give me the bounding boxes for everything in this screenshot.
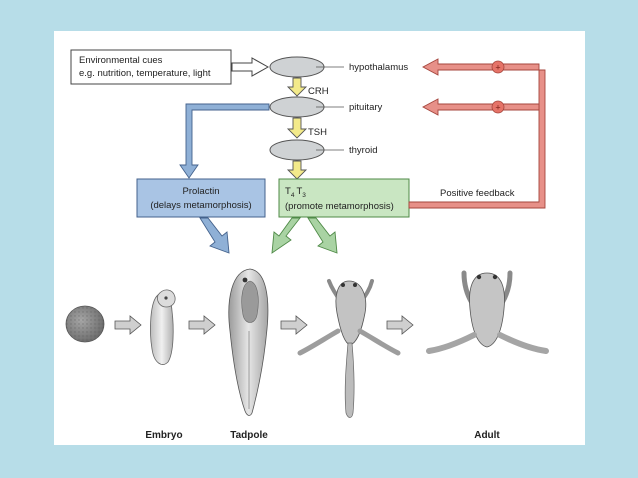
feedback-plus-marker-pituitary (491, 100, 505, 114)
crh-label: CRH (308, 86, 329, 97)
tadpole-to-froglet-arrow (280, 315, 308, 335)
prolactin-effect-label: (delays metamorphosis) (150, 200, 251, 211)
positive-feedback-label: Positive feedback (440, 188, 515, 199)
crh-arrow (286, 77, 308, 97)
thyroid-hormone-to-froglet-arrow (307, 217, 338, 254)
thyroid-to-box-arrow (286, 160, 308, 180)
feedback-to-pituitary-arrow (422, 98, 540, 116)
embryo-label: Embryo (145, 430, 182, 441)
egg-illustration (65, 305, 105, 343)
pituitary-label: pituitary (349, 102, 383, 113)
pituitary-gland (269, 96, 325, 118)
prolactin-box: Prolactin (delays metamorphosis) (136, 178, 266, 218)
prolactin-to-tadpole-arrow (199, 217, 230, 254)
positive-feedback-loop: + + Positive feedback (408, 58, 546, 209)
thyroid-hormone-to-tadpole-arrow (271, 217, 301, 254)
feedback-plus-sign-hypothalamus: + (495, 63, 500, 73)
environmental-cues-label: Environmental cues (79, 55, 163, 66)
thyroid-label: thyroid (349, 145, 378, 156)
tadpole-illustration (228, 268, 269, 416)
environmental-cues-examples: e.g. nutrition, temperature, light (79, 68, 211, 79)
adult-frog-illustration (426, 270, 549, 354)
environmental-cues-box: Environmental cues e.g. nutrition, tempe… (70, 49, 232, 85)
embryo-illustration (150, 289, 176, 365)
feedback-plus-marker-hypothalamus (491, 60, 505, 74)
metamorphosis-diagram: Environmental cues e.g. nutrition, tempe… (65, 49, 549, 441)
cues-to-hypothalamus-arrow (231, 57, 270, 77)
froglet-illustration (297, 279, 401, 418)
t4-t3-effect-label: (promote metamorphosis) (285, 201, 394, 212)
adult-label: Adult (474, 430, 500, 441)
tsh-label: TSH (308, 127, 327, 138)
thyroid-gland (269, 139, 325, 161)
tsh-arrow (286, 117, 308, 139)
feedback-plus-sign-pituitary: + (495, 103, 500, 113)
prolactin-label: Prolactin (183, 186, 220, 197)
tadpole-label: Tadpole (230, 430, 268, 441)
feedback-path-arrow (408, 58, 546, 209)
embryo-to-tadpole-arrow (188, 315, 216, 335)
froglet-to-adult-arrow (386, 315, 414, 335)
hypothalamus-gland (269, 56, 325, 78)
hypothalamus-label: hypothalamus (349, 62, 408, 73)
egg-to-embryo-arrow (114, 315, 142, 335)
pituitary-to-prolactin-arrow (179, 103, 270, 179)
figure-panel: Environmental cues e.g. nutrition, tempe… (54, 31, 585, 445)
